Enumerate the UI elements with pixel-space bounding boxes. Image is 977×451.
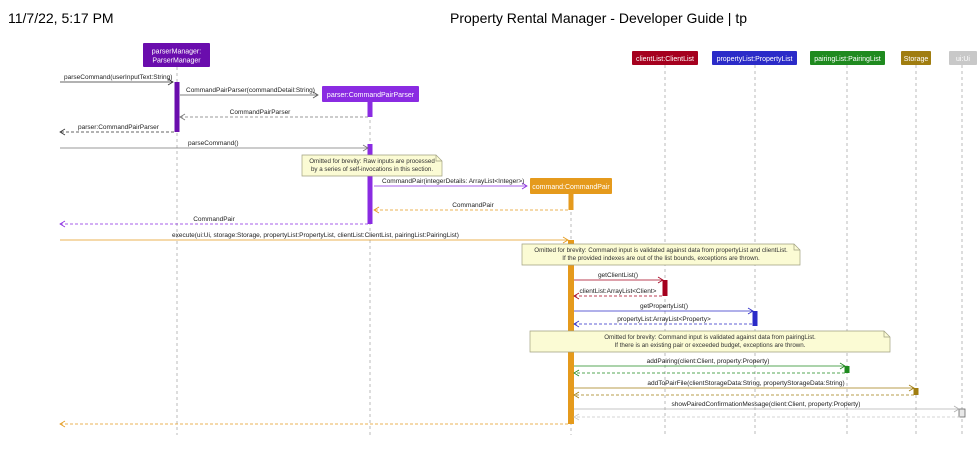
- participant-label-ui: ui:Ui: [956, 56, 970, 63]
- activation-bar-cl: [662, 280, 668, 296]
- arrowhead: [839, 362, 846, 370]
- participant-label-pm: ParserManager: [152, 58, 201, 65]
- message-label: addPairing(client:Client, property:Prope…: [647, 358, 770, 365]
- message-label: showPairedConfirmationMessage(client:Cli…: [672, 401, 861, 408]
- participant-box-cl: [632, 51, 698, 65]
- print-datetime: 11/7/22, 5:17 PM: [8, 10, 114, 26]
- arrowhead: [953, 405, 960, 413]
- activation-bar-pl: [752, 311, 758, 326]
- arrowhead: [59, 220, 66, 228]
- note-text: Omitted for brevity: Raw inputs are proc…: [309, 158, 435, 165]
- participant-box-cp: [530, 178, 612, 194]
- message-label: execute(ui:Ui, storage:Storage, property…: [172, 232, 459, 239]
- message-label: addToPairFile(clientStorageData:String, …: [647, 380, 844, 387]
- participant-label-pm: parserManager:: [152, 49, 201, 56]
- note-text: If the provided indexes are out of the l…: [562, 255, 760, 262]
- note-text: Omitted for brevity: Command input is va…: [604, 334, 816, 341]
- arrowhead: [179, 113, 186, 121]
- activation-bar-pm: [174, 82, 180, 132]
- arrowhead: [59, 128, 66, 136]
- message-label: CommandPair: [452, 202, 494, 209]
- arrowhead: [657, 276, 664, 284]
- participant-label-pr: pairingList:PairingList: [814, 56, 881, 63]
- arrowhead: [362, 144, 369, 152]
- note-box: [521, 243, 801, 266]
- participant-box-pr: [810, 51, 885, 65]
- participant-box-cpp: [322, 86, 419, 102]
- participant-box-st: [901, 51, 931, 65]
- arrowhead: [908, 384, 915, 392]
- participant-label-cpp: parser:CommandPairParser: [327, 92, 415, 99]
- note-text: by a series of self-invocations in this …: [311, 166, 433, 173]
- participant-box-pl: [712, 51, 797, 65]
- note-box: [529, 330, 891, 353]
- message-label: CommandPair(integerDetails: ArrayList<In…: [382, 178, 524, 185]
- activation-bar-st: [913, 388, 919, 395]
- message-label: parseCommand(userInputText:String): [64, 74, 172, 81]
- participant-label-pl: propertyList:PropertyList: [717, 56, 793, 63]
- participant-label-cp: command:CommandPair: [532, 184, 610, 191]
- activation-bar-cpp: [367, 144, 373, 224]
- arrowhead: [573, 391, 580, 399]
- message-label: getPropertyList(): [640, 303, 688, 310]
- arrowhead: [573, 369, 580, 377]
- arrowhead: [373, 206, 380, 214]
- arrowhead: [573, 413, 580, 421]
- message-label: CommandPairParser: [230, 109, 292, 116]
- message-label: CommandPairParser(commandDetail:String): [186, 87, 315, 94]
- note-box: [301, 154, 443, 177]
- message-label: parser:CommandPairParser: [78, 124, 160, 131]
- message-label: getClientList(): [598, 272, 638, 279]
- activation-bar-cp: [568, 194, 574, 210]
- note-text: If there is an existing pair or exceeded…: [615, 342, 806, 349]
- participant-label-cl: clientList:ClientList: [636, 56, 694, 63]
- participant-box-ui: [949, 51, 977, 65]
- arrowhead: [573, 292, 580, 300]
- arrowhead: [59, 420, 66, 428]
- arrowhead: [312, 91, 319, 99]
- arrowhead: [167, 78, 174, 86]
- note-fold: [883, 331, 890, 338]
- arrowhead: [521, 182, 528, 190]
- message-label: clientList:ArrayList<Client>: [580, 288, 657, 295]
- note-fold: [435, 155, 442, 162]
- activation-bar-cpp: [367, 102, 373, 117]
- message-label: CommandPair: [193, 216, 235, 223]
- message-label: parseCommand(): [188, 140, 239, 147]
- participant-label-st: Storage: [904, 56, 929, 63]
- activation-bar-ui: [958, 408, 966, 418]
- arrowhead: [573, 320, 580, 328]
- message-label: propertyList:ArrayList<Property>: [617, 316, 711, 323]
- arrowhead: [747, 307, 754, 315]
- arrowhead: [562, 236, 569, 244]
- note-fold: [793, 244, 800, 251]
- activation-bar-pr: [844, 366, 850, 373]
- page-title: Property Rental Manager - Developer Guid…: [450, 10, 748, 26]
- note-text: Omitted for brevity: Command input is va…: [534, 247, 788, 254]
- participant-box-pm: [143, 43, 210, 67]
